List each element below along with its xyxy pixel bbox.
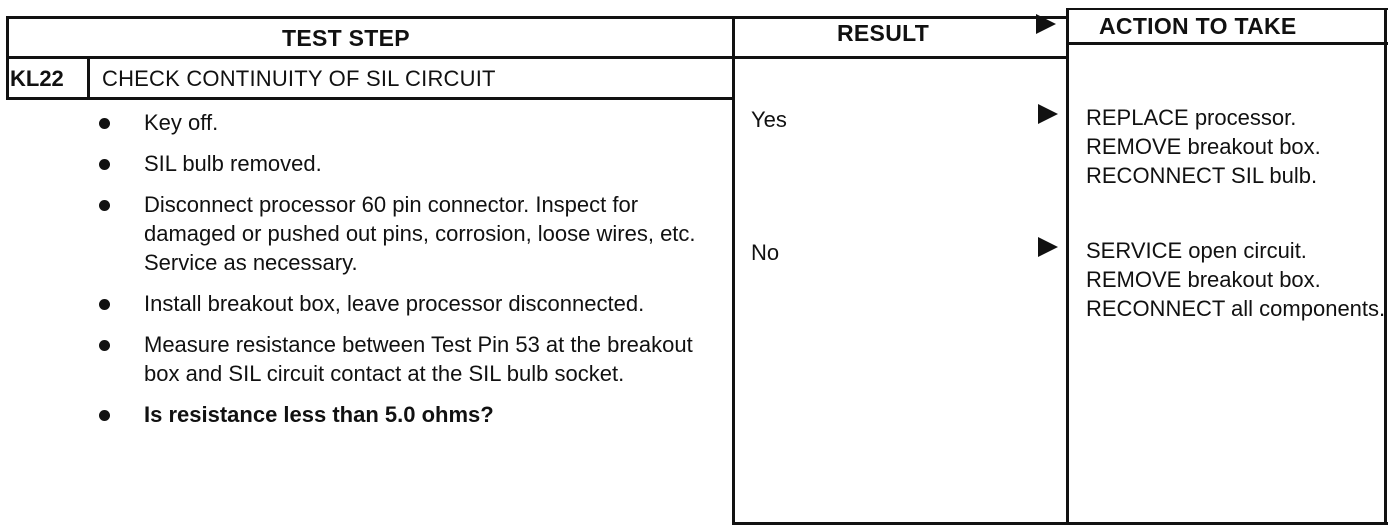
list-item: Measure resistance between Test Pin 53 a…: [96, 330, 716, 388]
bullet-icon: [99, 340, 110, 351]
header-bottom-divider: [6, 56, 1066, 59]
list-item: SIL bulb removed.: [96, 149, 716, 178]
result-column-divider: [732, 16, 735, 524]
step-id: KL22: [10, 66, 64, 91]
test-step-list: Key off. SIL bulb removed. Disconnect pr…: [96, 108, 716, 441]
table-right-border: [1384, 8, 1387, 524]
list-item: Disconnect processor 60 pin connector. I…: [96, 190, 716, 277]
bullet-icon: [99, 159, 110, 170]
result-yes-arrow-icon: [1038, 104, 1058, 124]
table-bottom-border: [732, 522, 1388, 525]
result-no-arrow-icon: [1038, 237, 1058, 257]
action-no: SERVICE open circuit. REMOVE breakout bo…: [1086, 238, 1386, 321]
list-item: Install breakout box, leave processor di…: [96, 289, 716, 318]
bullet-icon: [99, 410, 110, 421]
header-arrow-icon: [1036, 14, 1056, 34]
bullet-icon: [99, 299, 110, 310]
result-header: RESULT: [837, 20, 930, 46]
step-title: CHECK CONTINUITY OF SIL CIRCUIT: [102, 66, 496, 91]
step-id-divider: [87, 59, 90, 99]
list-item: Key off.: [96, 108, 716, 137]
bullet-icon: [99, 200, 110, 211]
list-item-question: Is resistance less than 5.0 ohms?: [96, 400, 716, 429]
result-no: No: [751, 240, 780, 265]
action-header-divider: [1066, 42, 1388, 45]
table-top-border-right: [1066, 8, 1388, 10]
action-header: ACTION TO TAKE: [1099, 13, 1297, 39]
table-top-border: [6, 16, 1066, 19]
step-title-bottom-divider: [6, 97, 732, 100]
test-step-header: TEST STEP: [282, 25, 410, 51]
result-yes: Yes: [751, 107, 787, 132]
bullet-icon: [99, 118, 110, 129]
action-yes: REPLACE processor. REMOVE breakout box. …: [1086, 105, 1321, 188]
action-column-divider: [1066, 8, 1069, 524]
